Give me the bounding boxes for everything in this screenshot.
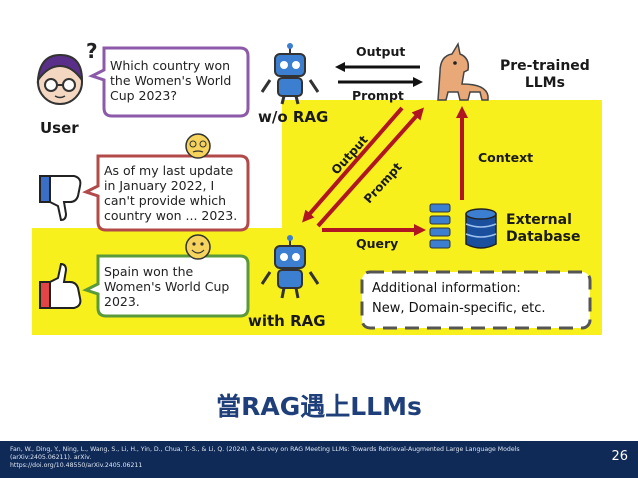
user-girl-icon: ? [36,39,98,105]
citation-line: https://doi.org/10.48550/arXiv.2405.0621… [10,462,143,469]
external-database-label: External Database [506,212,581,246]
norag-answer-line: in January 2022, I [104,178,215,193]
norag-answer-bubble [82,154,250,232]
info-line: New, Domain-specific, etc. [372,301,546,316]
prompt-arrow-diag [316,107,425,228]
rag-answer-line: Spain won the [104,264,194,279]
rag-answer-line: 2023. [104,294,140,309]
norag-answer-text: As of my last update in January 2022, I … [104,163,246,223]
citation-line: Fan, W., Ding, Y., Ning, L., Wang, S., L… [10,446,520,461]
question-bubble [88,46,250,118]
user-label: User [40,119,79,137]
pretrained-line: Pre-trained [500,58,590,74]
question-line: the Women's World [110,73,232,88]
question-line: Which country won [110,58,231,73]
confused-face-icon [185,133,211,159]
with-rag-label: with RAG [248,312,326,330]
prompt-top-label: Prompt [352,88,404,103]
smile-face-icon [185,234,211,260]
pretrained-line: LLMs [524,75,565,91]
thumbs-down-icon [39,175,82,222]
norag-answer-line: As of my last update [104,163,234,178]
info-line: Additional information: [372,281,521,296]
robot-icon [260,43,320,105]
output-top-label: Output [356,44,406,59]
database-icon [429,203,497,249]
query-label: Query [356,236,399,251]
rag-answer-line: Women's World Cup [104,279,230,294]
footer-bar [0,441,638,478]
svg-text:?: ? [86,39,98,63]
external-db-line: External [506,212,572,228]
page-number: 26 [611,449,628,464]
robot-icon [260,235,320,299]
external-db-line: Database [506,229,581,245]
pretrained-llms-label: Pre-trained LLMs [500,58,590,92]
info-box-text: Additional information: New, Domain-spec… [372,279,588,319]
question-line: Cup 2023? [110,88,178,103]
question-text: Which country won the Women's World Cup … [110,58,244,103]
rag-answer-bubble [82,254,250,318]
output-arrow-diag [302,106,404,223]
llama-icon [437,41,489,101]
citation: Fan, W., Ding, Y., Ning, L., Wang, S., L… [10,446,570,470]
context-label: Context [478,150,534,165]
slide-title: 當RAG遇上LLMs [216,392,422,421]
norag-answer-line: can't provide which [104,193,227,208]
norag-answer-line: country won ... 2023. [104,208,238,223]
info-box [360,270,592,330]
without-rag-label: w/o RAG [258,108,329,126]
thumbs-up-icon [39,262,82,309]
rag-answer-text: Spain won the Women's World Cup 2023. [104,264,244,309]
